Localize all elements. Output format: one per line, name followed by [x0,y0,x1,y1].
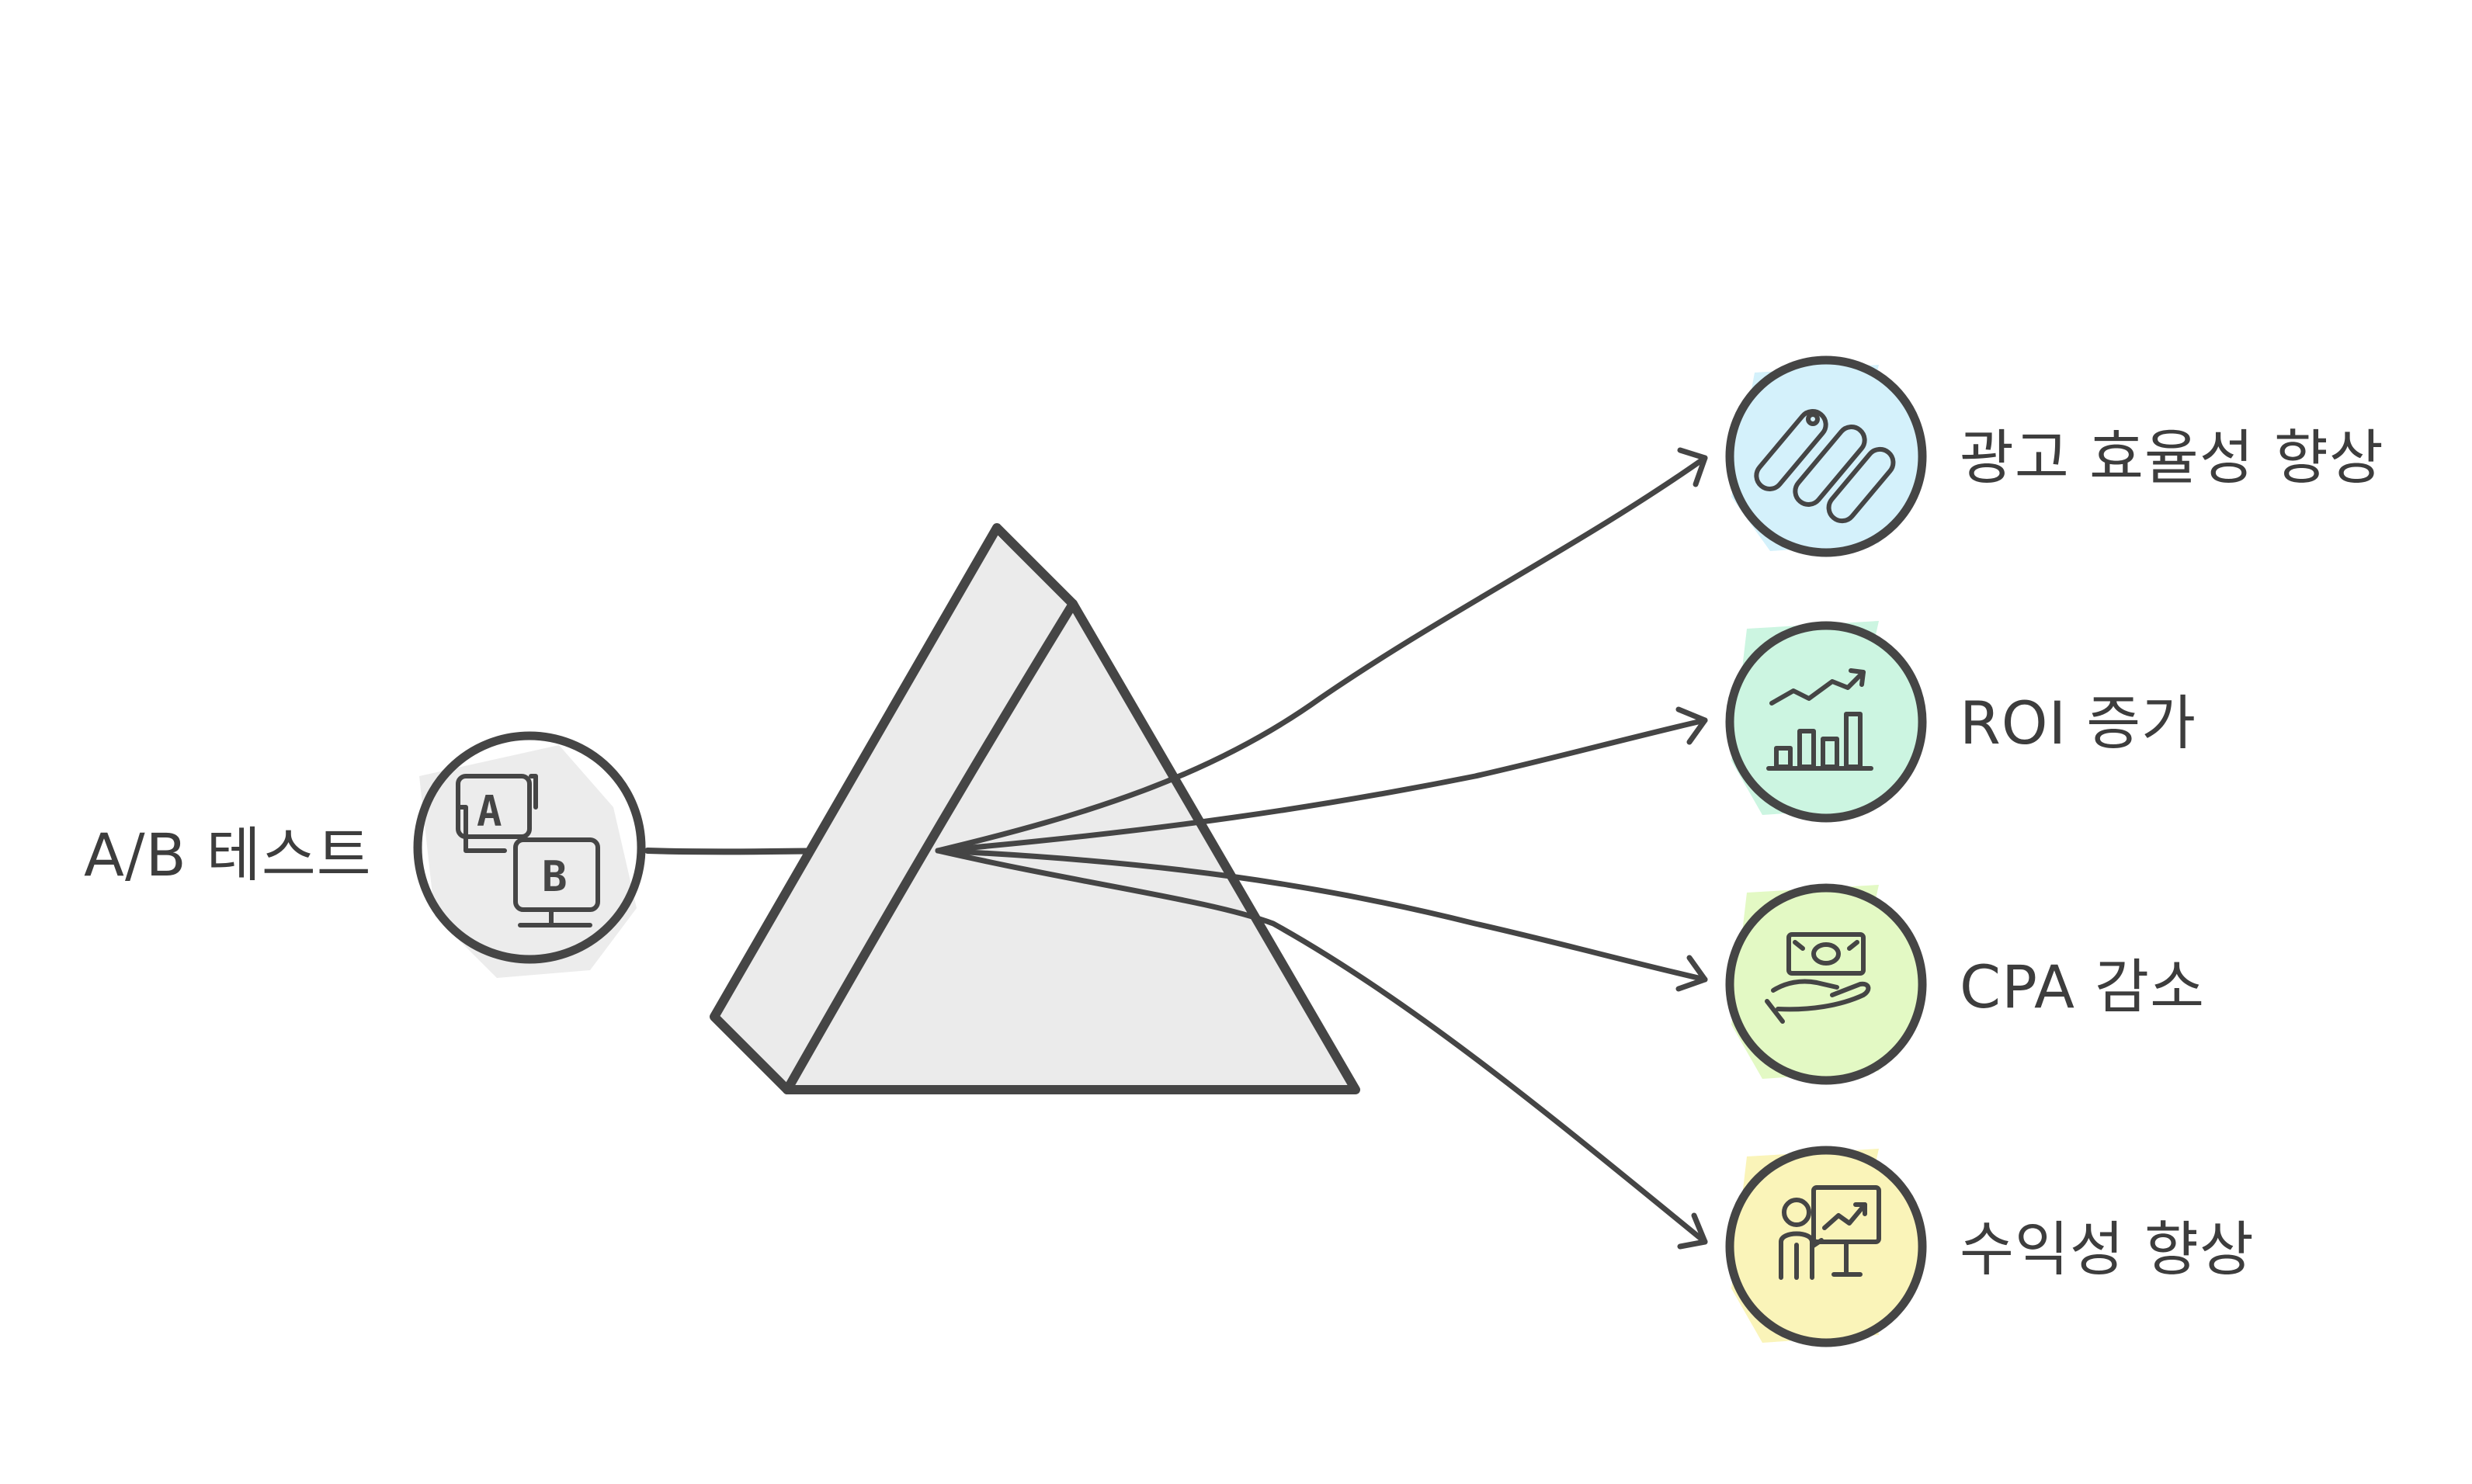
input-circle [413,731,646,964]
prism-fill [714,536,1359,1090]
prism [710,523,1360,1094]
output-node-4: 수익성 향상 [1725,1146,2255,1347]
beam-2-arrowhead [1675,706,1708,745]
beam-1 [935,455,1708,854]
prism-front-edge [783,599,1078,1094]
beam-2 [935,717,1708,854]
output-node-2: ROI 증가 [1725,621,2196,823]
beam-4-arrowhead [1677,1212,1708,1250]
input-label: A/B 테스트 [84,820,372,889]
output-4-label: 수익성 향상 [1960,1215,2255,1284]
prism-outline [710,523,1360,1094]
beam-1-arrowhead [1677,447,1708,487]
output-beams [935,447,1708,1250]
tools-icon [1754,409,1896,524]
beam-3-arrowhead [1675,955,1708,992]
output-2-label: ROI 증가 [1960,688,2196,758]
input-node: A/B 테스트 A B [84,731,646,978]
output-2-circle [1725,621,1927,823]
ab-letter-b: B [542,852,568,901]
output-node-1: 광고 효율성 향상 [1725,355,2384,557]
input-hatch [419,745,637,978]
output-4-circle [1725,1146,1927,1347]
ab-test-icon: A B [456,774,600,928]
beam-4 [935,848,1708,1245]
beam-3 [935,848,1708,983]
ab-letter-a: A [477,787,502,836]
growth-chart-icon [1766,668,1873,771]
output-1-circle [1725,355,1927,557]
output-node-3: CPA 감소 [1725,883,2205,1085]
output-3-label: CPA 감소 [1960,952,2205,1021]
output-1-label: 광고 효율성 향상 [1960,423,2384,492]
presentation-icon [1779,1185,1881,1280]
money-hand-icon [1765,932,1871,1024]
